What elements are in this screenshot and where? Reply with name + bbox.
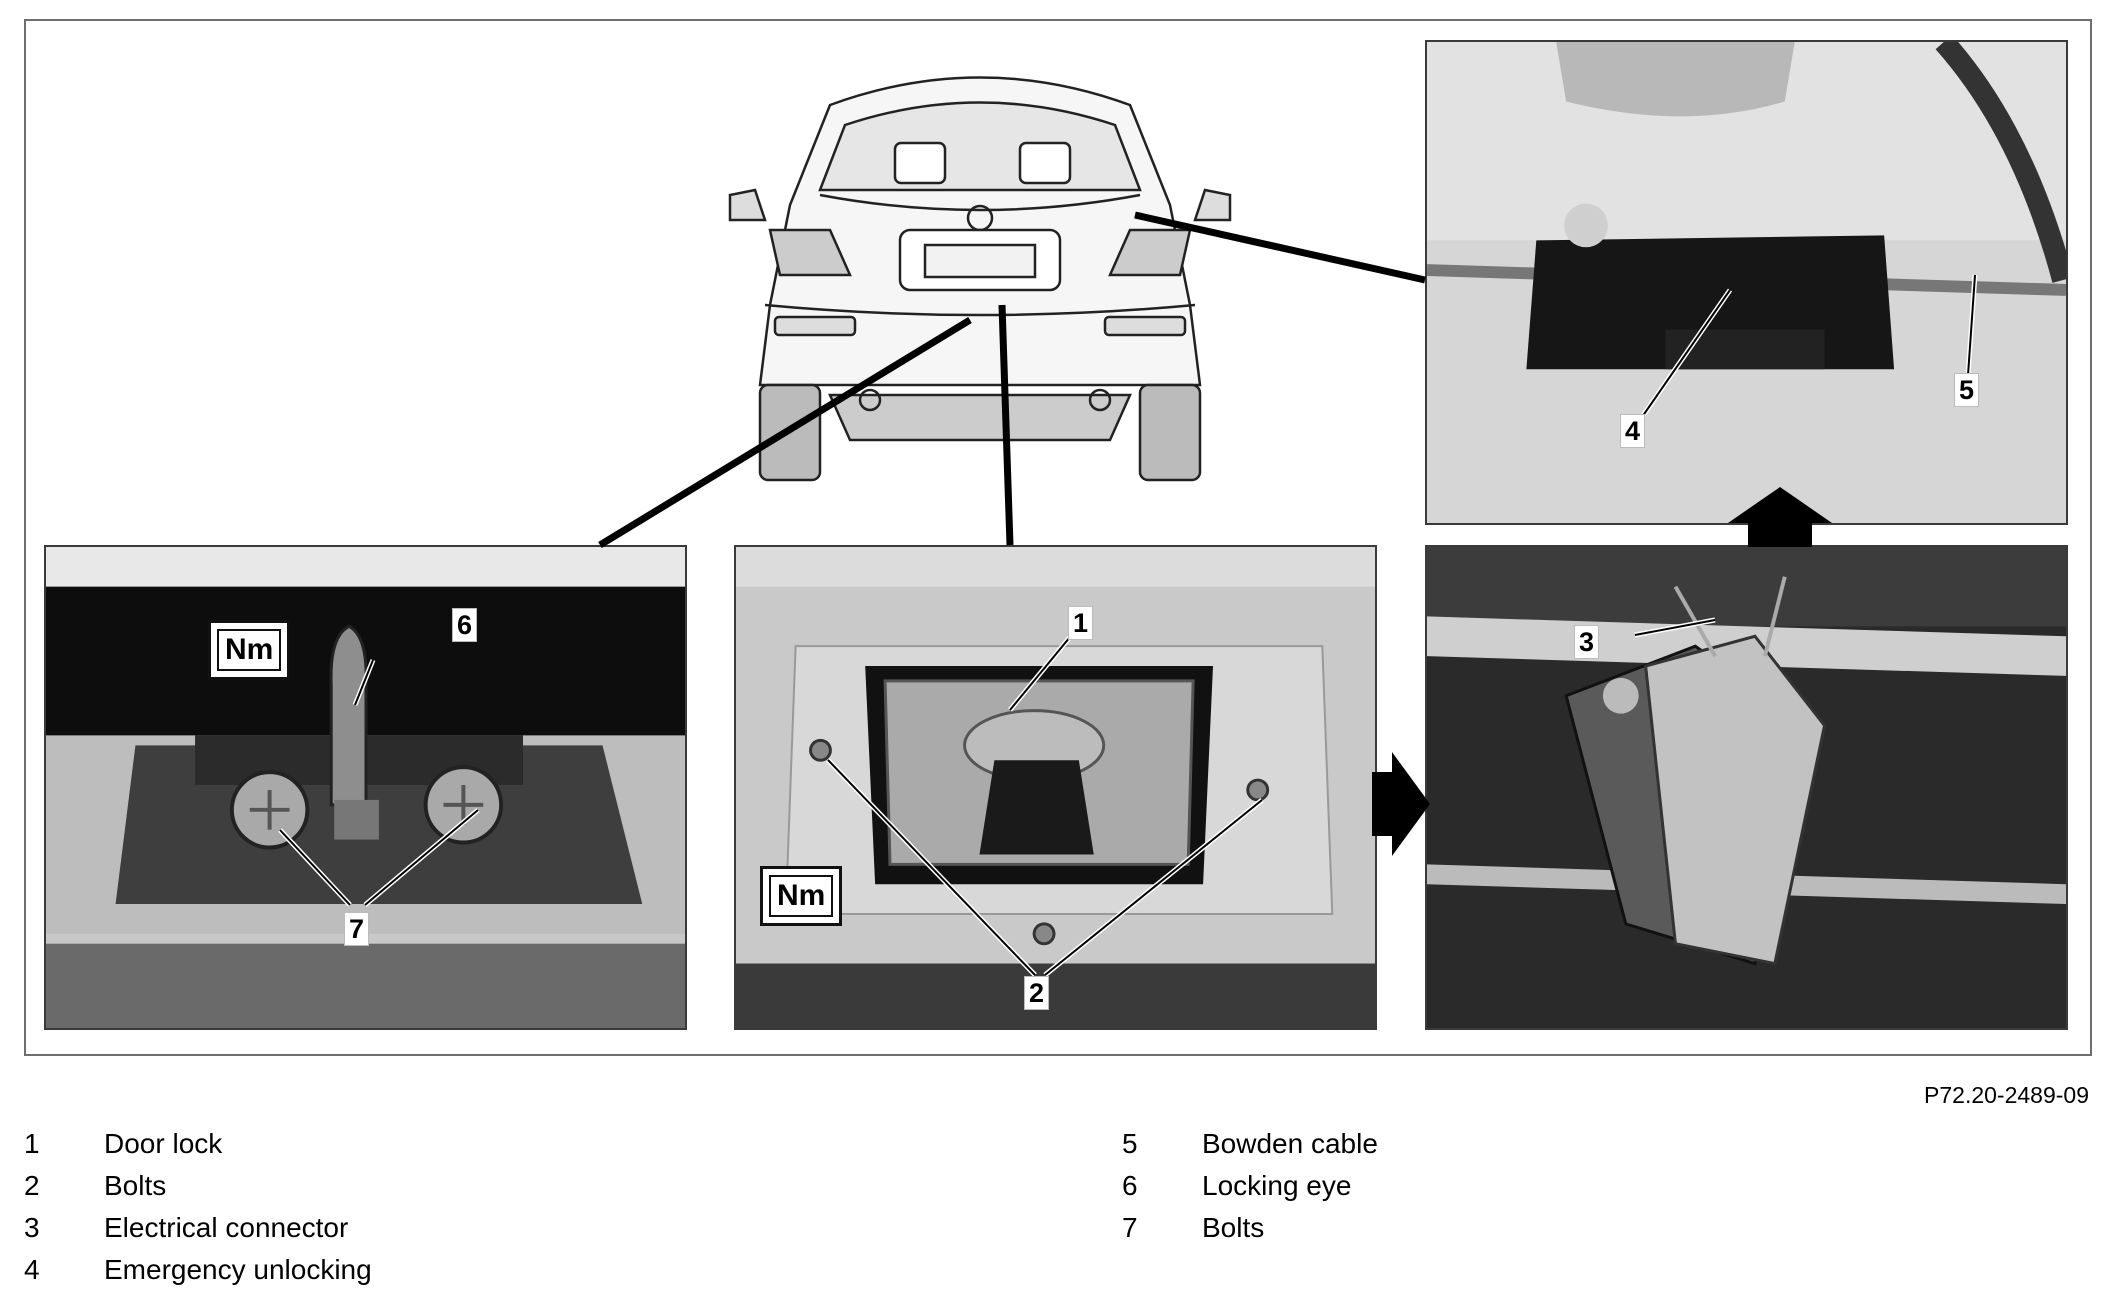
legend-number: 3 (24, 1212, 40, 1243)
legend-item: 3 Electrical connector (24, 1212, 624, 1254)
legend-number: 7 (1122, 1212, 1138, 1243)
photo-electrical-connector (1425, 545, 2068, 1030)
callout-6: 6 (452, 608, 478, 642)
legend-number: 2 (24, 1170, 40, 1201)
callout-3: 3 (1574, 625, 1600, 659)
torque-nm-label-center: Nm (760, 866, 843, 926)
legend-number: 1 (24, 1128, 40, 1159)
legend-right-column: 5 Bowden cable 6 Locking eye 7 Bolts (1122, 1128, 1722, 1254)
arrow-up-icon (1728, 487, 1832, 547)
arrow-right-icon (1372, 752, 1430, 856)
callout-7: 7 (344, 912, 370, 946)
legend-number: 6 (1122, 1170, 1138, 1201)
legend-item: 2 Bolts (24, 1170, 624, 1212)
legend-item: 7 Bolts (1122, 1212, 1722, 1254)
legend-label: Electrical connector (104, 1212, 349, 1243)
legend-number: 5 (1122, 1128, 1138, 1159)
legend-number: 4 (24, 1254, 40, 1285)
callout-1: 1 (1068, 606, 1094, 640)
callout-4: 4 (1620, 414, 1646, 448)
legend-label: Locking eye (1202, 1170, 1352, 1201)
photo-emergency-unlocking (1425, 40, 2068, 525)
legend-item: 6 Locking eye (1122, 1170, 1722, 1212)
torque-nm-text: Nm (769, 875, 834, 917)
legend-item: 5 Bowden cable (1122, 1128, 1722, 1170)
legend-item: 1 Door lock (24, 1128, 624, 1170)
photo-door-lock (734, 545, 1377, 1030)
legend-label: Bowden cable (1202, 1128, 1378, 1159)
legend-item: 4 Emergency unlocking (24, 1254, 624, 1296)
callout-5: 5 (1954, 373, 1980, 407)
figure-id: P72.20-2489-09 (1924, 1082, 2089, 1108)
photo-locking-eye (44, 545, 687, 1030)
legend-label: Door lock (104, 1128, 223, 1159)
legend-label: Emergency unlocking (104, 1254, 372, 1285)
torque-nm-text: Nm (217, 629, 282, 671)
torque-nm-label-left: Nm (208, 620, 291, 680)
legend-label: Bolts (104, 1170, 167, 1201)
car-rear-illustration (728, 76, 1232, 482)
callout-2: 2 (1024, 976, 1050, 1010)
legend-label: Bolts (1202, 1212, 1265, 1243)
